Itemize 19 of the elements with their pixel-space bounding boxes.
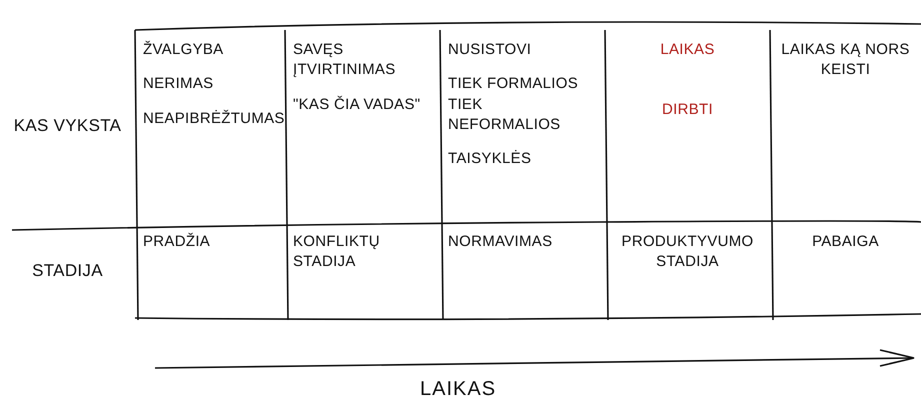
cell-text: PRODUKTYVUMO STADIJA: [620, 232, 754, 272]
cell-text: KONFLIKTŲ STADIJA: [293, 232, 381, 272]
cell-text: PABAIGA: [812, 232, 879, 252]
cell-text: TAISYKLĖS: [448, 149, 532, 169]
cell-text: "KAS ČIA VADAS": [293, 94, 420, 114]
axis-label: LAIKAS: [420, 378, 496, 401]
cell-text: LAIKAS KĄ NORS KEISTI: [780, 40, 911, 80]
cell-text: TIEK FORMALIOS TIEK NEFORMALIOS: [448, 74, 580, 135]
cell-text: PRADŽIA: [143, 232, 210, 252]
cell-text: NUSISTOVI: [448, 40, 532, 60]
cell-text: LAIKAS: [660, 40, 715, 60]
cell-text: NEAPIBRĖŽTUMAS: [143, 108, 285, 128]
cell-text: DIRBTI: [662, 100, 713, 120]
cell-text: NORMAVIMAS: [448, 232, 552, 252]
cell-text: SAVĘS ĮTVIRTINIMAS: [293, 40, 396, 80]
row-header: KAS VYKSTA: [14, 114, 122, 137]
row-header: STADIJA: [32, 260, 103, 282]
cell-text: ŽVALGYBA: [143, 40, 224, 60]
cell-text: NERIMAS: [143, 74, 214, 94]
